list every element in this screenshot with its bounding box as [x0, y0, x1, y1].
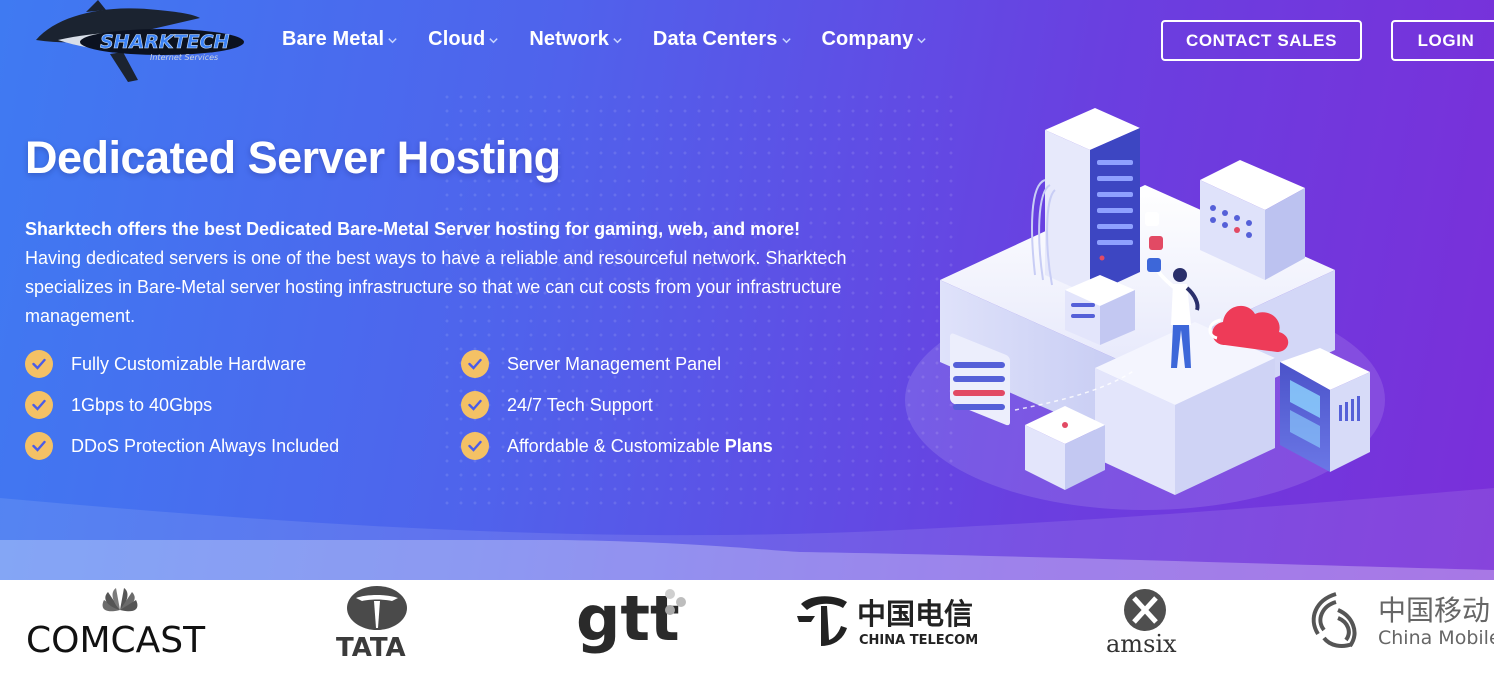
- hero-wave: [0, 488, 1494, 580]
- feature-label: Affordable & Customizable: [507, 435, 720, 456]
- amsix-logo: amsix: [1106, 589, 1177, 658]
- check-icon: [25, 350, 53, 378]
- login-button[interactable]: LOGIN: [1391, 20, 1494, 61]
- contact-sales-button[interactable]: CONTACT SALES: [1161, 20, 1362, 61]
- gtt-logo: gtt: [576, 582, 686, 655]
- feature-label: DDoS Protection Always Included: [71, 435, 340, 456]
- check-icon: [25, 432, 53, 460]
- feature-label: Fully Customizable Hardware: [71, 353, 307, 374]
- chevron-down-icon: [917, 38, 927, 44]
- tata-text: TATA: [336, 633, 406, 660]
- page-title: Dedicated Server Hosting: [25, 132, 561, 183]
- china-mobile-logo: 中国移动 China Mobile: [1311, 592, 1494, 649]
- main-nav: Bare Metal Cloud Network Data Centers Co…: [282, 28, 957, 51]
- feature-label: 1Gbps to 40Gbps: [71, 394, 213, 415]
- comcast-logo: COMCAST: [26, 588, 206, 661]
- tata-logo: TATA: [336, 586, 407, 660]
- feature-item: DDoS Protection Always Included: [25, 432, 461, 460]
- nav-label: Bare Metal: [282, 28, 385, 50]
- china-telecom-en: CHINA TELECOM: [859, 633, 978, 648]
- logo-text: SHARKTECH: [100, 31, 230, 53]
- logo-subtext: Internet Services: [150, 53, 218, 62]
- feature-item: Affordable & Customizable Plans: [461, 432, 897, 460]
- check-icon: [25, 391, 53, 419]
- hero-section: SHARKTECH Internet Services Bare Metal C…: [0, 0, 1494, 580]
- partner-logos: COMCAST TATA gtt 中国电信 CHINA TELECOM: [0, 580, 1494, 676]
- feature-label: Server Management Panel: [507, 353, 722, 374]
- china-mobile-cn: 中国移动: [1378, 594, 1490, 627]
- dot-pattern: [440, 90, 960, 510]
- comcast-text: COMCAST: [26, 620, 206, 661]
- server-illustration: [905, 108, 1385, 510]
- chevron-down-icon: [781, 38, 791, 44]
- feature-item: Server Management Panel: [461, 350, 897, 378]
- feature-list: Fully Customizable Hardware Server Manag…: [25, 350, 925, 460]
- nav-label: Network: [529, 28, 609, 50]
- nav-data-centers[interactable]: Data Centers: [653, 28, 792, 51]
- china-telecom-cn: 中国电信: [857, 597, 973, 631]
- feature-label: 24/7 Tech Support: [507, 394, 653, 415]
- nav-bare-metal[interactable]: Bare Metal: [282, 28, 398, 51]
- chevron-down-icon: [613, 38, 622, 44]
- hero-lead-body: Having dedicated servers is one of the b…: [25, 248, 847, 326]
- nav-cloud[interactable]: Cloud: [428, 28, 499, 51]
- nav-label: Company: [821, 28, 914, 50]
- feature-item: 1Gbps to 40Gbps: [25, 391, 461, 419]
- china-mobile-en: China Mobile: [1378, 627, 1494, 649]
- nav-label: Cloud: [428, 28, 486, 50]
- sharktech-logo[interactable]: SHARKTECH Internet Services: [28, 0, 248, 86]
- china-telecom-logo: 中国电信 CHINA TELECOM: [797, 596, 978, 648]
- chevron-down-icon: [388, 38, 397, 44]
- chevron-down-icon: [489, 38, 498, 44]
- nav-label: Data Centers: [652, 28, 778, 50]
- feature-label-bold: Plans: [724, 435, 773, 456]
- gtt-text: gtt: [576, 582, 680, 655]
- hero-lead-strong: Sharktech offers the best Dedicated Bare…: [25, 219, 801, 239]
- hero-description: Sharktech offers the best Dedicated Bare…: [25, 215, 905, 331]
- check-icon: [461, 391, 489, 419]
- amsix-text: amsix: [1106, 630, 1177, 658]
- check-icon: [461, 432, 489, 460]
- check-icon: [461, 350, 489, 378]
- nav-network[interactable]: Network: [529, 28, 623, 51]
- nav-company[interactable]: Company: [822, 28, 928, 51]
- feature-item: 24/7 Tech Support: [461, 391, 897, 419]
- feature-item: Fully Customizable Hardware: [25, 350, 461, 378]
